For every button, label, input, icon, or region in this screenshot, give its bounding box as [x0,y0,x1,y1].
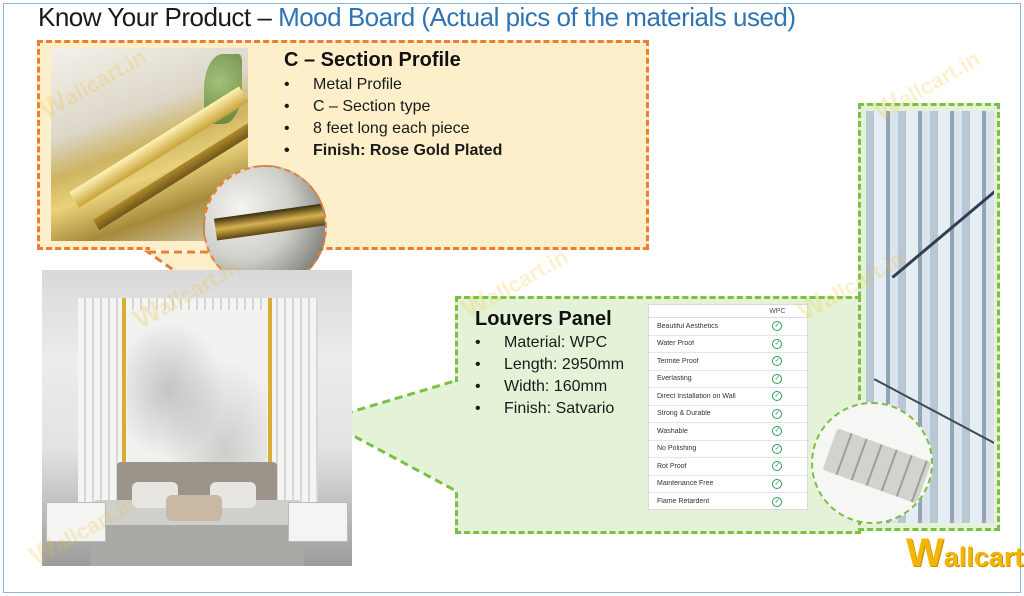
list-item: •Finish: Rose Gold Plated [284,142,503,159]
title-highlight: Mood Board (Actual pics of the materials… [278,2,796,32]
list-item: •Length: 2950mm [475,356,625,373]
table-row: Beautiful Aesthetics✓ [649,318,807,336]
louver-closeup-photo [811,402,933,524]
section-profile-heading: C – Section Profile [284,49,461,71]
list-item: •Finish: Satvario [475,400,615,417]
table-row: Rot Proof✓ [649,458,807,476]
table-row: No Polishing✓ [649,441,807,458]
list-item: •Metal Profile [284,76,402,93]
table-row: Strong & Durable✓ [649,406,807,423]
table-row: Maintenance Free✓ [649,476,807,493]
list-item: •C – Section type [284,98,431,115]
check-icon: ✓ [772,426,783,437]
table-row: Termite Proof✓ [649,353,807,371]
louvers-heading: Louvers Panel [475,308,612,330]
table-row: Water Proof✓ [649,336,807,353]
table-header: WPC [649,305,807,318]
table-row: Washable✓ [649,423,807,441]
title-prefix: Know Your Product – [38,2,279,32]
list-item: •Material: WPC [475,334,608,351]
check-icon: ✓ [772,338,783,349]
table-row: Direct Installation on Wall✓ [649,388,807,406]
check-icon: ✓ [772,373,783,384]
table-column-header: WPC [769,308,786,315]
bedroom-photo [42,270,352,566]
table-row: Flame Retardent✓ [649,493,807,511]
table-row: Everlasting✓ [649,371,807,388]
page-title: Know Your Product – Mood Board (Actual p… [38,2,796,33]
list-item: •Width: 160mm [475,378,608,395]
profile-closeup-photo [203,165,327,289]
check-icon: ✓ [772,356,783,367]
section-profile-list: •Metal Profile •C – Section type •8 feet… [284,74,502,162]
slide-border [3,3,1021,593]
check-icon: ✓ [772,321,783,332]
louvers-list: •Material: WPC •Length: 2950mm •Width: 1… [475,332,624,420]
check-icon: ✓ [772,408,783,419]
check-icon: ✓ [772,391,783,402]
list-item: •8 feet long each piece [284,120,470,137]
wpc-feature-table: WPC Beautiful Aesthetics✓ Water Proof✓ T… [648,304,808,510]
check-icon: ✓ [772,496,783,507]
check-icon: ✓ [772,478,783,489]
check-icon: ✓ [772,461,783,472]
check-icon: ✓ [772,443,783,454]
